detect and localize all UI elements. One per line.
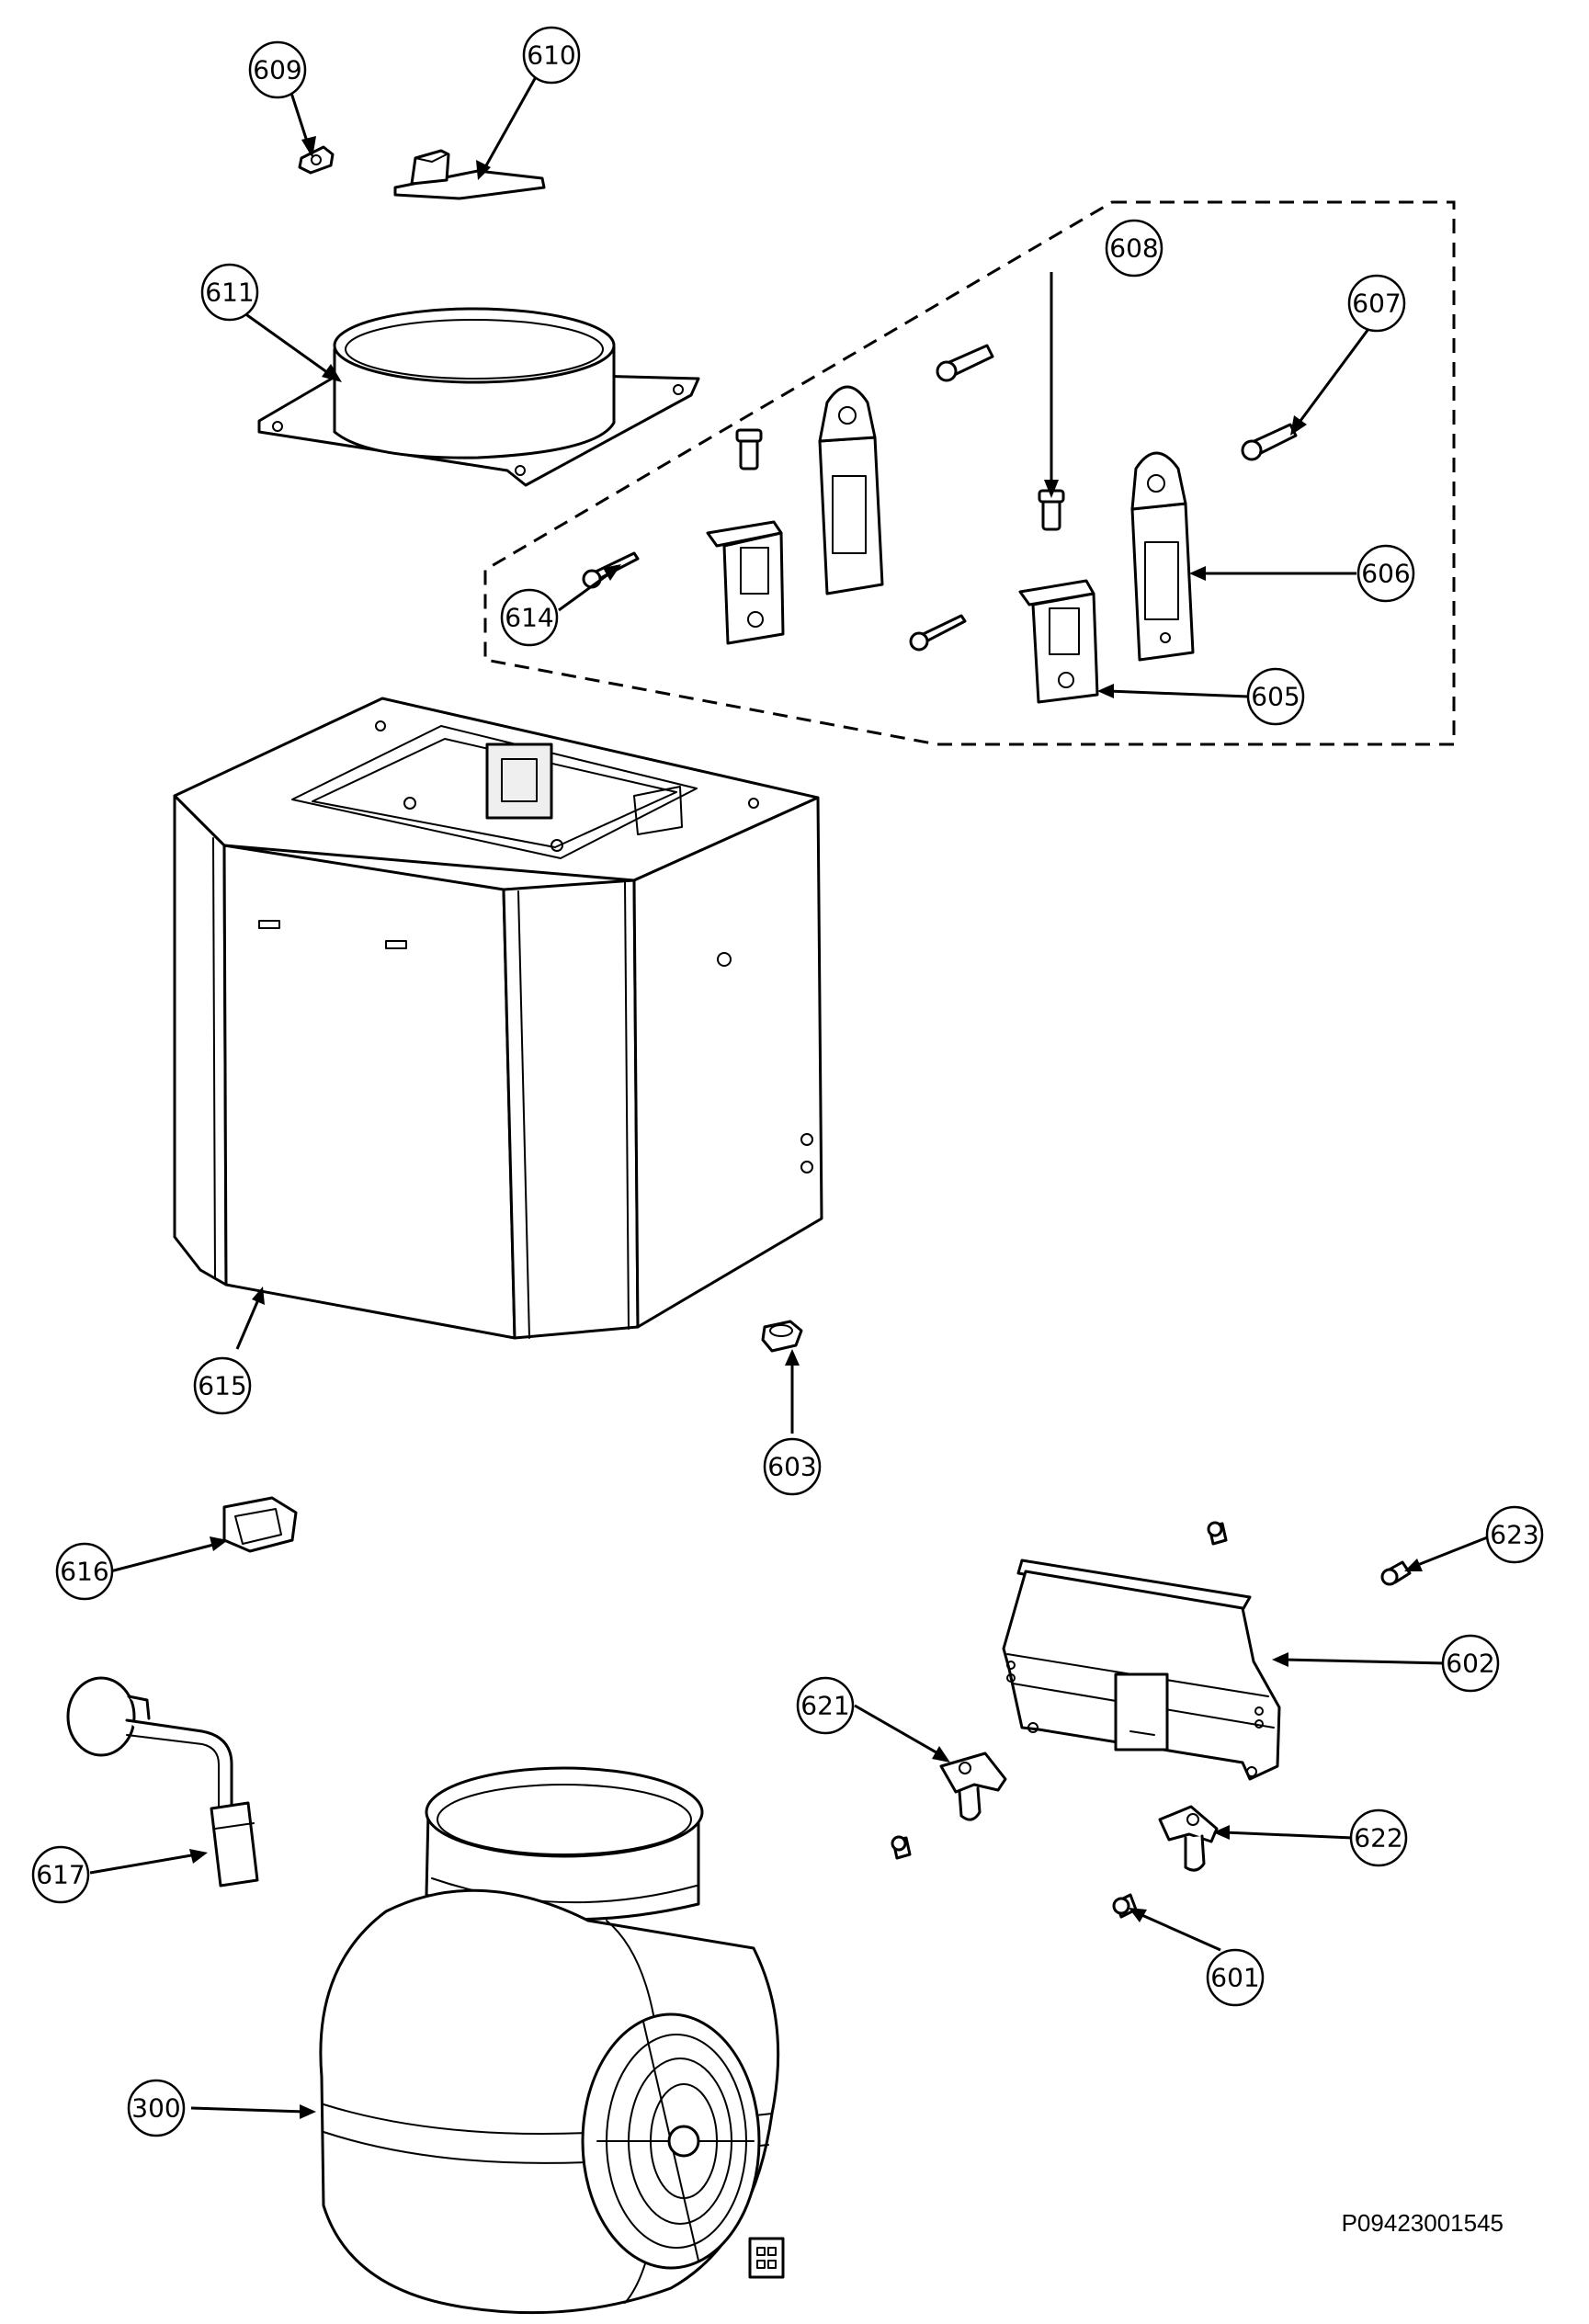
part-610 <box>393 149 546 200</box>
callout-label: 615 <box>198 1371 246 1401</box>
part-615 <box>173 697 823 1340</box>
callout-614: 614 <box>500 588 559 647</box>
part-617 <box>66 1676 259 1888</box>
wall-mount-kit-group-outline <box>483 200 1456 746</box>
callout-607: 607 <box>1347 274 1406 333</box>
callout-label: 611 <box>205 278 254 308</box>
part-601 <box>1112 1893 1138 1919</box>
part-623 <box>1380 1560 1412 1586</box>
callout-label: 623 <box>1490 1520 1538 1550</box>
callout-615: 615 <box>193 1356 252 1415</box>
callout-label: 610 <box>527 40 575 71</box>
callout-label: 617 <box>36 1860 85 1890</box>
part-609 <box>298 145 335 175</box>
callout-622: 622 <box>1349 1808 1408 1867</box>
callout-609: 609 <box>248 40 307 99</box>
callout-621: 621 <box>796 1676 855 1735</box>
callout-605: 605 <box>1246 667 1305 726</box>
part-616 <box>222 1496 298 1553</box>
callout-603: 603 <box>763 1437 822 1496</box>
callout-label: 606 <box>1361 559 1410 589</box>
callout-617: 617 <box>31 1845 90 1904</box>
callout-label: 300 <box>131 2093 180 2124</box>
callout-label: 616 <box>60 1557 108 1587</box>
part-621 <box>939 1752 1007 1821</box>
callout-601: 601 <box>1206 1948 1265 2007</box>
screw-unlabeled-1 <box>1207 1521 1228 1546</box>
callout-label: 602 <box>1446 1649 1494 1679</box>
callout-label: 607 <box>1352 289 1401 319</box>
callout-label: 608 <box>1109 233 1158 264</box>
leader-lines <box>89 74 1495 2119</box>
callout-610: 610 <box>522 26 581 85</box>
callout-label: 614 <box>505 603 553 633</box>
callout-300: 300 <box>127 2079 186 2137</box>
part-606 <box>818 385 1195 662</box>
callout-602: 602 <box>1441 1634 1500 1693</box>
part-608 <box>735 428 1065 531</box>
part-603 <box>761 1320 803 1353</box>
part-602 <box>1002 1559 1281 1781</box>
part-605 <box>706 520 1099 704</box>
callout-label: 621 <box>800 1691 849 1721</box>
callout-611: 611 <box>200 263 259 322</box>
callout-606: 606 <box>1356 544 1415 603</box>
drawing-number: P09423001545 <box>1342 2209 1504 2237</box>
part-622 <box>1158 1805 1219 1872</box>
part-607 <box>936 344 1298 461</box>
callout-616: 616 <box>55 1542 114 1601</box>
part-300 <box>319 1766 785 2315</box>
callout-608: 608 <box>1105 219 1163 278</box>
callout-label: 622 <box>1354 1823 1402 1854</box>
part-611 <box>257 307 700 487</box>
callout-label: 605 <box>1251 682 1300 712</box>
callout-label: 601 <box>1210 1963 1259 1993</box>
callout-label: 603 <box>767 1452 816 1482</box>
callout-623: 623 <box>1485 1505 1544 1564</box>
callout-label: 609 <box>253 55 301 85</box>
screw-unlabeled-2 <box>891 1835 912 1860</box>
